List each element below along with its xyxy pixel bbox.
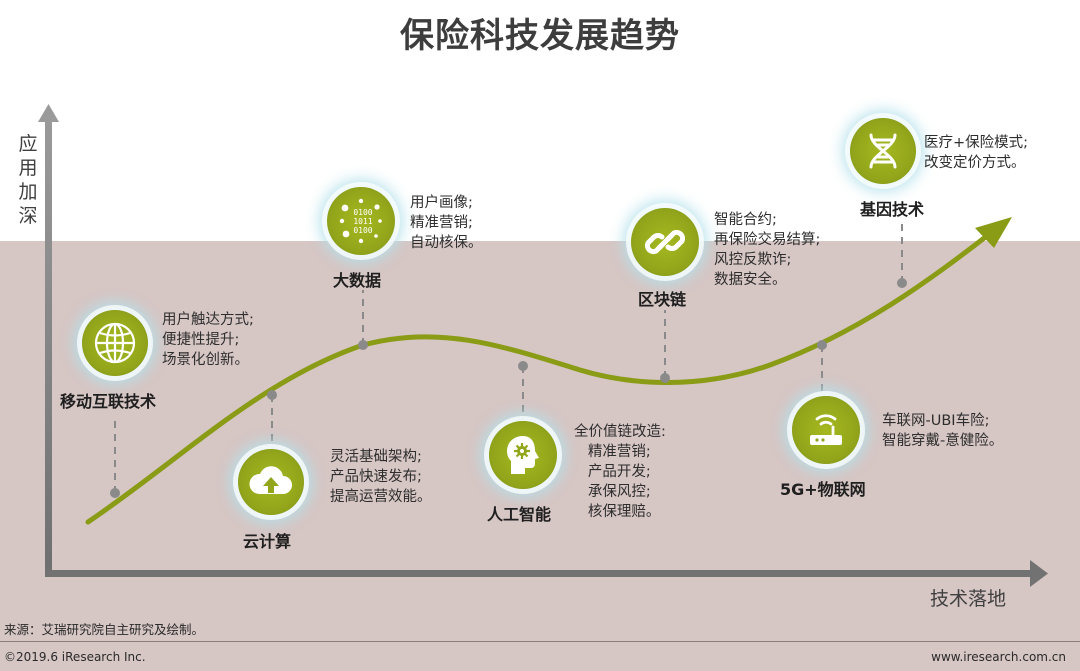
trend-arrowhead [975,217,1012,248]
dot-blockchain [660,373,670,383]
wifi-router-icon [792,396,860,464]
tech-name-ai: 人工智能 [487,505,552,524]
brain-gear-icon [489,421,557,489]
chain-link-icon [631,208,699,276]
tech-desc-mobile: 用户触达方式; 便捷性提升; 场景化创新。 [162,312,254,368]
x-axis-arrow [1030,560,1048,587]
y-axis-arrow [38,104,59,122]
tech-desc-iot: 车联网-UBI车险; 智能穿戴-意健险。 [882,413,1004,449]
dot-ai [518,361,528,371]
tech-desc-genetics: 医疗+保险模式; 改变定价方式。 [924,135,1029,171]
tech-name-cloud: 云计算 [243,532,292,551]
tech-desc-bigdata: 用户画像; 精准营销; 自动核保。 [410,195,483,251]
tech-name-blockchain: 区块链 [638,290,687,309]
dot-iot [817,340,827,350]
dot-cloud [267,390,277,400]
x-axis [45,570,1035,577]
y-axis [45,120,52,577]
tech-name-genetics: 基因技术 [860,200,925,219]
tech-name-bigdata: 大数据 [333,271,382,290]
dot-genetics [897,278,907,288]
trend-curve [85,229,995,525]
y-axis-label: 应用加深 [18,133,38,227]
copyright: ©2019.6 iResearch Inc. [4,650,146,664]
binary-data-icon: 0100 1011 0100 [327,187,395,255]
cloud-upload-icon [238,449,304,515]
tech-name-iot: 5G+物联网 [780,480,866,499]
tech-desc-blockchain: 智能合约; 再保险交易结算; 风控反欺诈; 数据安全。 [714,212,821,288]
dna-icon [850,118,916,184]
binary-line-1: 0100 [353,208,372,217]
footer-divider [0,641,1080,642]
dot-mobile [110,488,120,498]
website-link[interactable]: www.iresearch.com.cn [931,650,1066,664]
tech-desc-cloud: 灵活基础架构; 产品快速发布; 提高运营效能。 [330,449,432,505]
dot-bigdata [358,340,368,350]
binary-line-2: 1011 [353,217,372,226]
tech-desc-ai: 全价值链改造: 精准营销; 产品开发; 承保风控; 核保理赔。 [574,424,666,520]
binary-line-3: 0100 [353,226,372,235]
page-title: 保险科技发展趋势 [400,16,680,56]
globe-icon [82,310,148,376]
tech-name-mobile: 移动互联技术 [60,392,157,411]
x-axis-label: 技术落地 [930,588,1007,610]
source-note: 来源：艾瑞研究院自主研究及绘制。 [4,622,205,637]
